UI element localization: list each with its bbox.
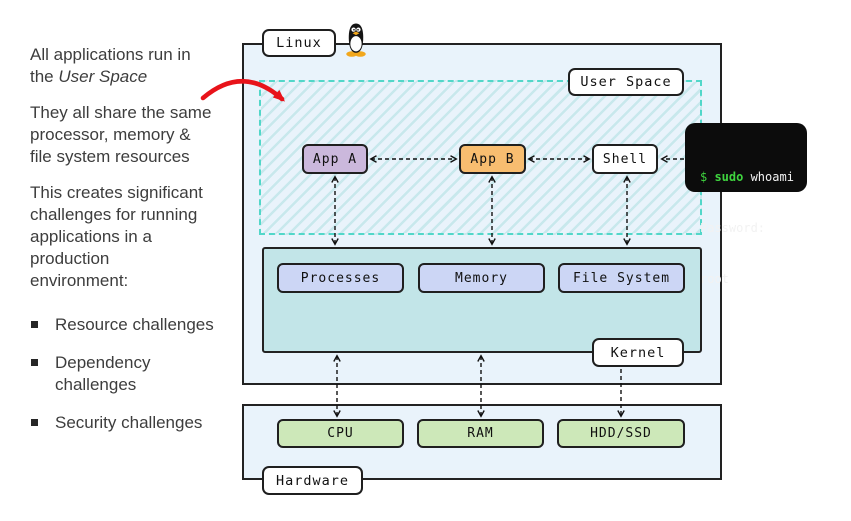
terminal-window: $ sudo whoami Password: root — [685, 123, 807, 286]
terminal-prompt: $ — [700, 170, 715, 184]
hardware-label: Hardware — [262, 466, 363, 495]
user-space-label: User Space — [568, 68, 684, 96]
terminal-line-output: root — [700, 272, 729, 286]
bullet-label: Resource challenges — [55, 315, 214, 334]
kernel-label: Kernel — [592, 338, 684, 367]
shell-box: Shell — [592, 144, 658, 174]
terminal-args: whoami — [743, 170, 794, 184]
list-item: Resource challenges — [30, 314, 235, 336]
challenges-bullet-list: Resource challenges Dependency challenge… — [30, 314, 235, 434]
note-p1-italic: User Space — [58, 67, 148, 86]
bullet-label: Security challenges — [55, 413, 203, 432]
notes-column: All applications run in the User Space T… — [30, 44, 235, 450]
bullet-label: Dependency challenges — [55, 353, 151, 394]
ram-box: RAM — [417, 419, 544, 448]
bullet-square-icon — [31, 359, 38, 366]
terminal-line-command: $ sudo whoami — [700, 169, 807, 186]
list-item: Security challenges — [30, 412, 235, 434]
linux-label: Linux — [262, 29, 336, 57]
app-b-box: App B — [459, 144, 526, 174]
tux-penguin-icon — [346, 23, 366, 57]
note-paragraph-shared-resources: They all share the same processor, memor… — [30, 103, 212, 166]
note-paragraph-challenges: This creates significant challenges for … — [30, 183, 203, 290]
app-a-box: App A — [302, 144, 368, 174]
processes-box: Processes — [277, 263, 404, 293]
note-paragraph-user-space: All applications run in the User Space — [30, 44, 235, 88]
hdd-ssd-box: HDD/SSD — [557, 419, 685, 448]
terminal-command: sudo — [714, 170, 744, 184]
bullet-square-icon — [31, 321, 38, 328]
terminal-line-password: Password: — [700, 221, 766, 235]
file-system-box: File System — [558, 263, 685, 293]
note-p1-text: All applications run in the — [30, 45, 191, 86]
bullet-square-icon — [31, 419, 38, 426]
memory-box: Memory — [418, 263, 545, 293]
list-item: Dependency challenges — [30, 352, 235, 396]
cpu-box: CPU — [277, 419, 404, 448]
